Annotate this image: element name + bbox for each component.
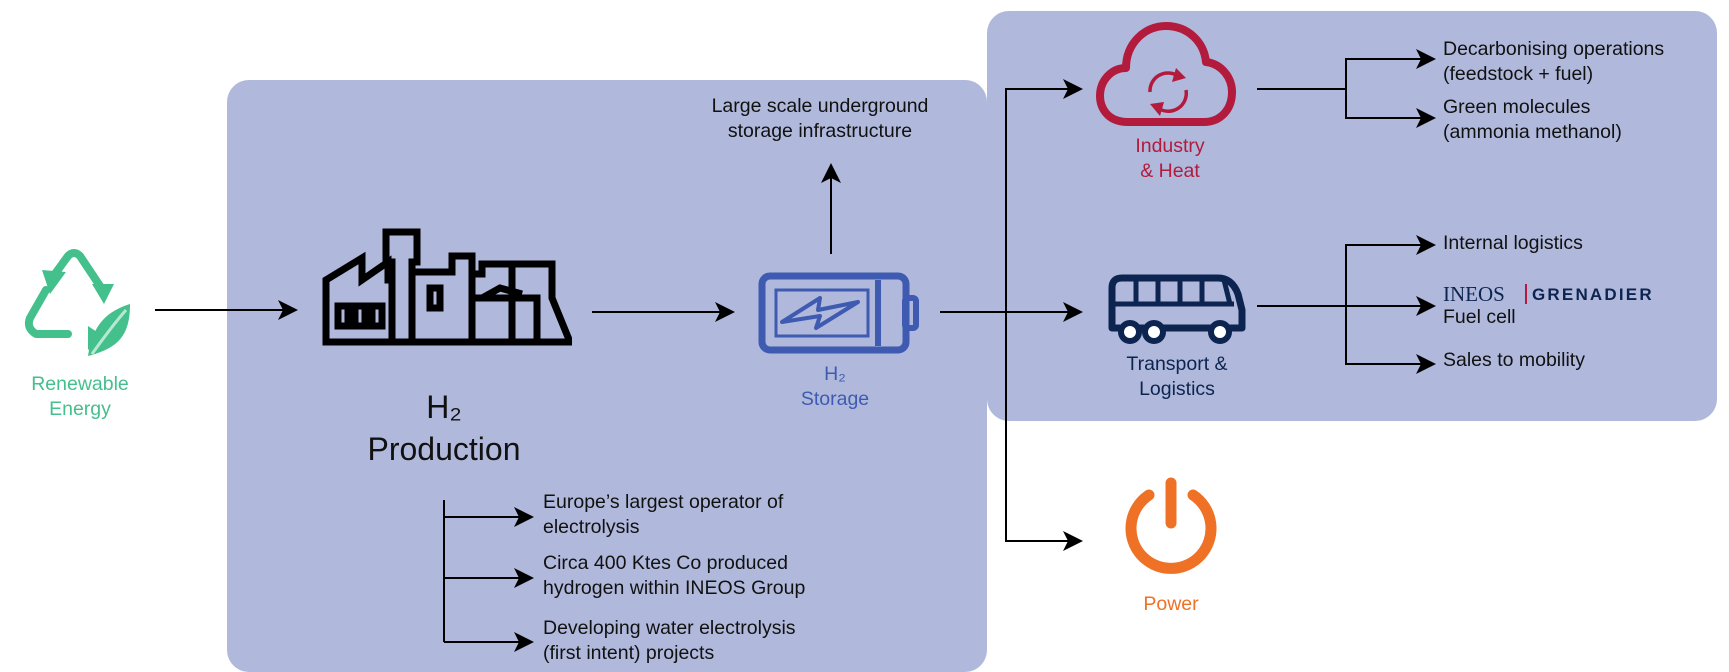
transport-label: Transport & Logistics <box>1126 353 1228 400</box>
industry-output-1: Decarbonising operations (feedstock + fu… <box>1443 38 1665 85</box>
production-label: Production <box>367 431 521 467</box>
arrow-to-power <box>1005 312 1083 551</box>
cloud-refresh-icon <box>1096 22 1236 126</box>
industry-label: Industry & Heat <box>1135 135 1205 182</box>
transport-output-2: Fuel cell <box>1443 306 1516 328</box>
storage-label: H₂ Storage <box>800 363 870 410</box>
battery-icon <box>758 272 919 354</box>
trunk-to-industry-power <box>1005 79 1083 312</box>
grenadier-logo-text: GRENADIER <box>1532 285 1654 304</box>
ineos-grenadier-logo: INEOS GRENADIER <box>1443 282 1654 306</box>
production-label-h2: H₂ <box>426 389 462 425</box>
industry-output-2: Green molecules (ammonia methanol) <box>1443 96 1622 143</box>
production-fact-3: Developing water electrolysis (first int… <box>543 617 796 664</box>
transport-output-1: Internal logistics <box>1443 232 1583 254</box>
production-fact-2: Circa 400 Ktes Co produced hydrogen with… <box>543 552 806 599</box>
recycle-leaf-icon <box>24 249 130 356</box>
factory-icon <box>322 228 572 346</box>
production-fact-1: Europe’s largest operator of electrolysi… <box>543 491 784 538</box>
power-label: Power <box>1143 593 1199 615</box>
production-storage-panel <box>227 80 987 672</box>
ineos-logo-text: INEOS <box>1443 282 1505 306</box>
storage-note: Large scale underground storage infrastr… <box>711 95 929 142</box>
bus-icon <box>1108 274 1246 344</box>
power-icon <box>1125 477 1217 574</box>
transport-output-3: Sales to mobility <box>1443 349 1585 371</box>
renewable-label: Renewable Energy <box>31 373 129 420</box>
